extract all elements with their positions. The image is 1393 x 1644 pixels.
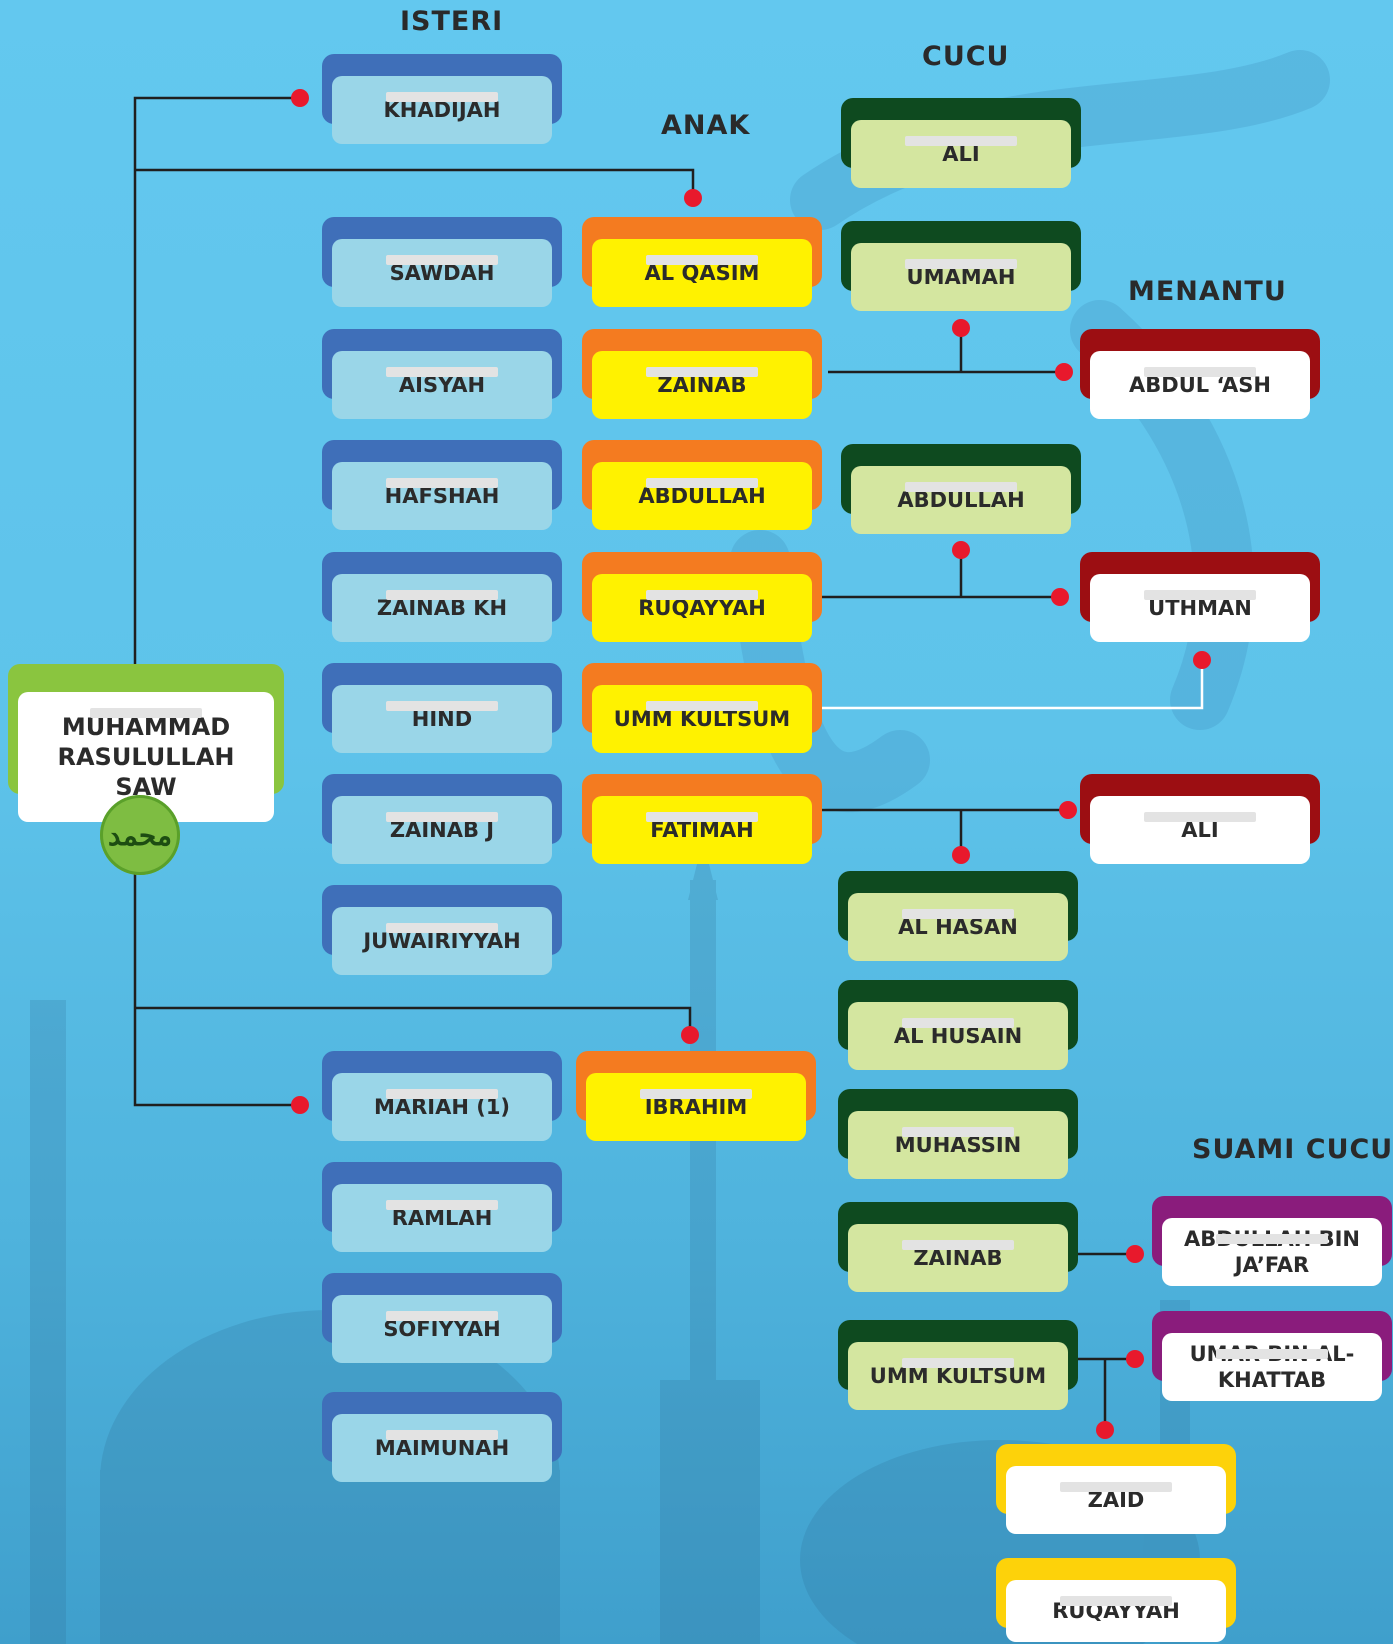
- child-card: AL QASIM: [582, 217, 822, 309]
- seal-icon: محمد: [100, 795, 180, 875]
- wife-card: RAMLAH: [322, 1162, 562, 1254]
- great-grandchild-card: RUQAYYAH: [996, 1558, 1236, 1644]
- grandchild-card: AL HUSAIN: [838, 980, 1078, 1072]
- in-law-card: ALI: [1080, 774, 1320, 866]
- heading-isteri: ISTERI: [400, 6, 504, 37]
- wife-card: KHADIJAH: [322, 54, 562, 146]
- child-card: RUQAYYAH: [582, 552, 822, 644]
- child-card: FATIMAH: [582, 774, 822, 866]
- wife-card: MARIAH (1): [322, 1051, 562, 1143]
- wife-card: SOFIYYAH: [322, 1273, 562, 1365]
- in-law-card: ABDUL ‘ASH: [1080, 329, 1320, 421]
- child-card: ABDULLAH: [582, 440, 822, 532]
- wife-card: ZAINAB KH: [322, 552, 562, 644]
- wife-card: HIND: [322, 663, 562, 755]
- heading-anak: ANAK: [661, 110, 751, 141]
- child-card: UMM KULTSUM: [582, 663, 822, 755]
- child-card: ZAINAB: [582, 329, 822, 421]
- grandchild-card: AL HASAN: [838, 871, 1078, 963]
- grandchild-card: MUHASSIN: [838, 1089, 1078, 1181]
- grandchild-card: ABDULLAH: [841, 444, 1081, 536]
- heading-cucu: CUCU: [922, 41, 1010, 72]
- wife-card: SAWDAH: [322, 217, 562, 309]
- great-grandchild-card: ZAID: [996, 1444, 1236, 1536]
- wife-card: JUWAIRIYYAH: [322, 885, 562, 977]
- grandchild-spouse-card: ABDULLAH BIN JA’FAR: [1152, 1196, 1392, 1288]
- in-law-card: UTHMAN: [1080, 552, 1320, 644]
- heading-suami-cucu: SUAMI CUCU: [1192, 1134, 1393, 1165]
- root-name: MUHAMMAD RASULULLAH SAW: [57, 713, 235, 801]
- grandchild-spouse-card: UMAR BIN AL-KHATTAB: [1152, 1311, 1392, 1403]
- root-card: MUHAMMAD RASULULLAH SAW: [8, 664, 284, 824]
- heading-menantu: MENANTU: [1128, 276, 1287, 307]
- grandchild-card: UMAMAH: [841, 221, 1081, 313]
- grandchild-card: ALI: [841, 98, 1081, 190]
- child-card: IBRAHIM: [576, 1051, 816, 1143]
- wife-card: AISYAH: [322, 329, 562, 421]
- grandchild-card: UMM KULTSUM: [838, 1320, 1078, 1412]
- wife-card: MAIMUNAH: [322, 1392, 562, 1484]
- grandchild-card: ZAINAB: [838, 1202, 1078, 1294]
- wife-card: HAFSHAH: [322, 440, 562, 532]
- wife-card: ZAINAB J: [322, 774, 562, 866]
